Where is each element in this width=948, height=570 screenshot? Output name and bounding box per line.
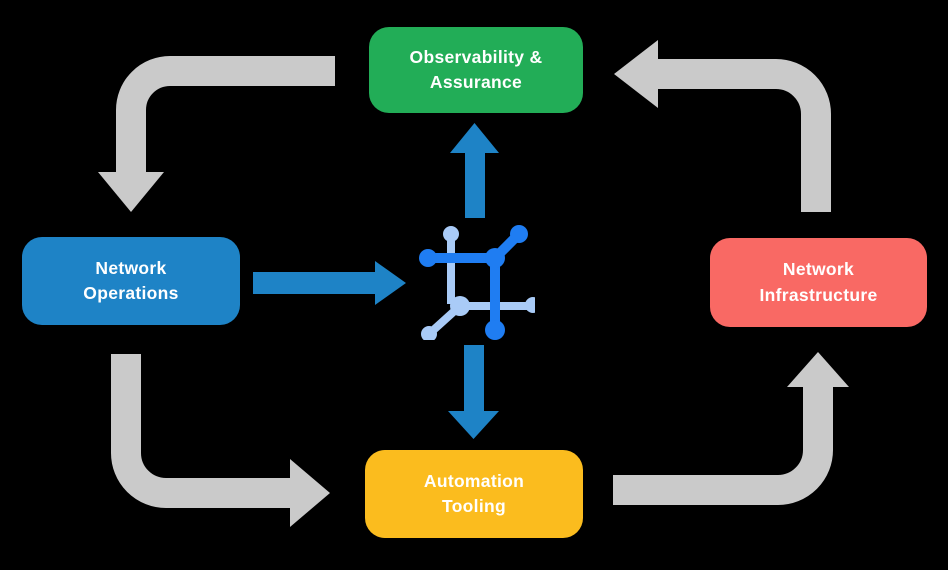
network-mesh-dark-lines (419, 225, 528, 340)
arrow-shaft (116, 56, 335, 172)
arrow-shaft (658, 59, 831, 212)
node-label: Observability & Assurance (409, 46, 543, 92)
arrow-center-to-observability (450, 123, 499, 218)
arrow-infrastructure-to-observability (614, 40, 831, 212)
node-label: Network Infrastructure (759, 259, 878, 305)
arrowhead-left-icon (614, 40, 658, 108)
arrowhead-right-icon (290, 459, 330, 527)
arrow-operations-to-automation (111, 354, 330, 527)
node-network-infrastructure: Network Infrastructure (710, 238, 927, 327)
network-mesh-icon (419, 225, 535, 340)
arrow-shaft (613, 387, 833, 505)
arrow-automation-to-infrastructure (613, 352, 849, 505)
node-label: Automation Tooling (423, 470, 525, 516)
arrowhead-down-icon (448, 411, 499, 439)
arrowhead-right-icon (375, 261, 406, 305)
arrowhead-up-icon (450, 123, 499, 153)
node-label: Network Operations (83, 257, 179, 303)
arrow-operations-to-center (253, 261, 406, 305)
arrow-center-to-automation (448, 345, 499, 439)
node-network-operations: Network Operations (22, 237, 240, 325)
arrow-shaft (111, 354, 290, 508)
node-observability-assurance: Observability & Assurance (369, 27, 583, 113)
arrowhead-up-icon (787, 352, 849, 387)
node-automation-tooling: Automation Tooling (365, 450, 583, 538)
arrowhead-down-icon (98, 172, 164, 212)
arrow-observability-to-operations (98, 56, 335, 212)
network-mesh-light-lines (421, 226, 535, 340)
